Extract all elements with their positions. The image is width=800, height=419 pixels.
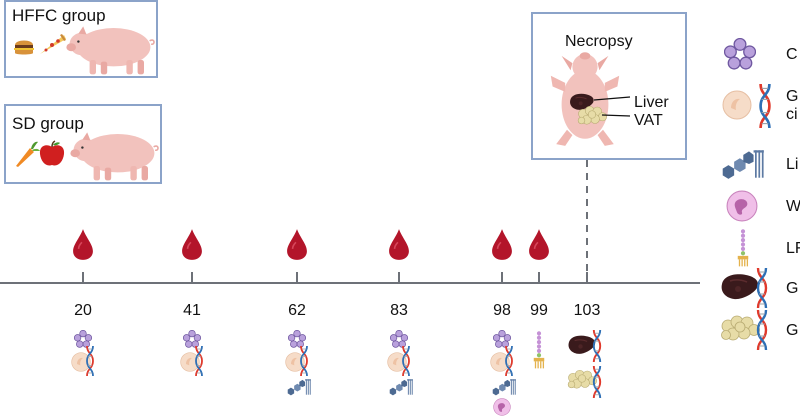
legend-label-line2: ci <box>786 106 798 123</box>
timepoint-day-label: 62 <box>288 302 306 319</box>
lipid-icon <box>389 378 413 396</box>
timeline-tick <box>501 272 503 284</box>
timeline-tick <box>398 272 400 284</box>
dna-icon <box>592 330 602 362</box>
legend-lipid-icon <box>721 149 764 180</box>
blood-drop-icon <box>181 228 203 261</box>
lps-icon <box>533 330 545 370</box>
sd-group-title: SD group <box>12 114 84 133</box>
blood-drop-icon <box>491 228 513 261</box>
wbc-icon <box>493 398 511 416</box>
dna-icon <box>86 346 94 376</box>
legend-liver-icon <box>720 273 759 300</box>
timeline-tick <box>538 272 540 284</box>
legend-vat-icon <box>721 315 760 341</box>
timeline-tick <box>191 272 193 284</box>
timepoint-day-label: 99 <box>530 302 548 319</box>
legend-dna-icon <box>756 268 768 308</box>
timeline-axis <box>0 282 700 284</box>
timepoint-day-label: 41 <box>183 302 201 319</box>
legend-label: G <box>786 88 799 105</box>
legend-wbc-icon <box>726 190 758 222</box>
vat-label: VAT <box>634 112 663 129</box>
blood-drop-icon <box>388 228 410 261</box>
pizza-icon <box>40 34 66 54</box>
blood-drop-icon <box>528 228 550 261</box>
timeline-tick <box>586 272 588 284</box>
legend-label: Li <box>786 156 799 173</box>
timeline-tick <box>82 272 84 284</box>
lipid-icon <box>287 378 311 396</box>
dna-icon <box>402 346 410 376</box>
lipid-icon <box>492 378 516 396</box>
legend-label: C <box>786 46 798 63</box>
legend-label: G <box>786 322 799 339</box>
legend-cell-icon <box>722 90 752 120</box>
timepoint-day-label: 20 <box>74 302 92 319</box>
legend-label: W <box>786 198 800 215</box>
timepoint-day-label: 83 <box>390 302 408 319</box>
carrot-icon <box>16 141 40 167</box>
liver-label: Liver <box>634 94 669 111</box>
legend-dna-icon <box>756 310 768 350</box>
legend-label: G <box>786 280 799 297</box>
dna-icon <box>592 366 602 398</box>
burger-icon <box>14 40 34 55</box>
dna-icon <box>300 346 308 376</box>
dna-icon <box>505 346 513 376</box>
dna-icon <box>195 346 203 376</box>
timepoint-day-label: 103 <box>573 302 601 319</box>
legend-dna-icon <box>759 84 771 128</box>
timeline-tick <box>296 272 298 284</box>
legend-cytokine-icon <box>724 38 756 70</box>
timepoint-day-label: 98 <box>493 302 511 319</box>
blood-drop-icon <box>286 228 308 261</box>
legend-lps-icon <box>737 228 749 268</box>
apple-icon <box>39 140 65 166</box>
blood-drop-icon <box>72 228 94 261</box>
legend-label: LF <box>786 240 800 257</box>
necropsy-title: Necropsy <box>565 33 633 50</box>
hffc-group-title: HFFC group <box>12 6 106 25</box>
